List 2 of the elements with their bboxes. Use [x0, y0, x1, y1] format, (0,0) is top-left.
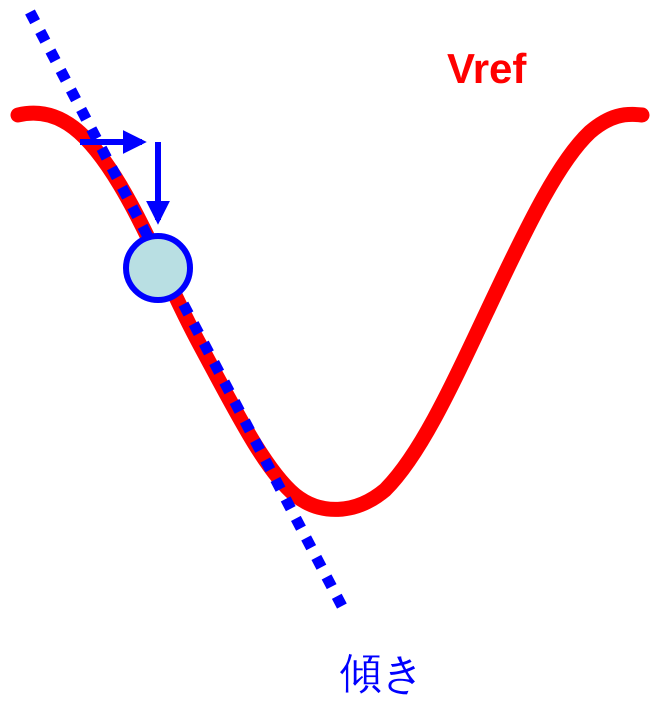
slope-label: 傾き — [340, 652, 425, 694]
curve-label: Vref — [447, 48, 526, 90]
